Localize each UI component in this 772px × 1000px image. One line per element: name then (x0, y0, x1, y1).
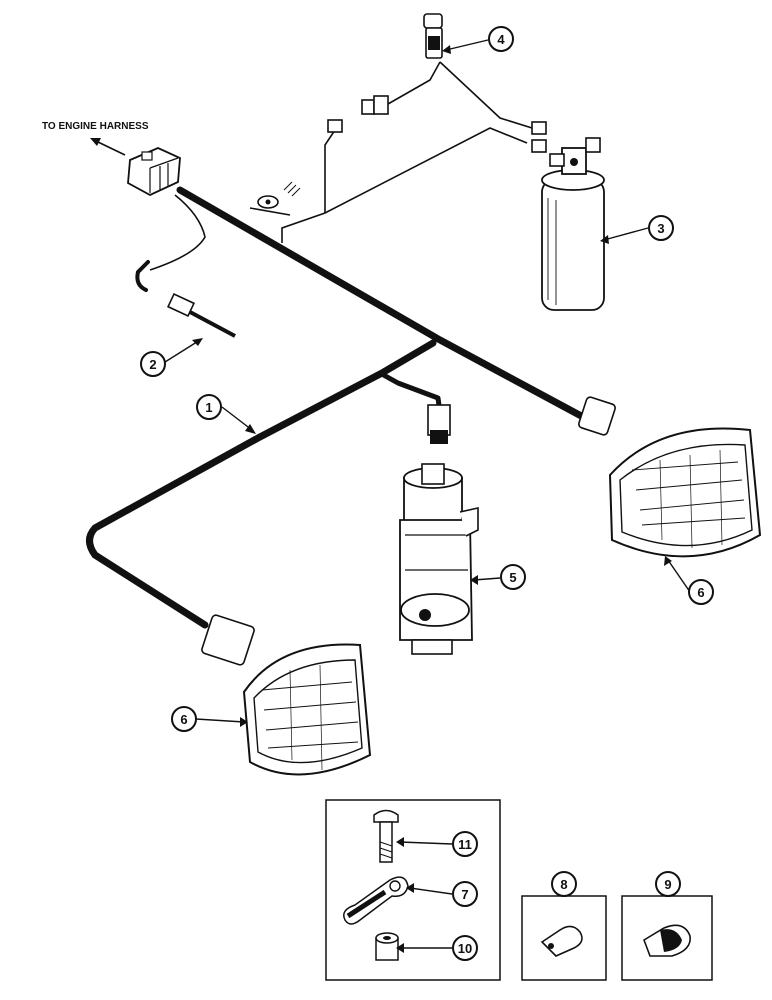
callout-3: 3 (648, 215, 674, 241)
svg-text:3: 3 (657, 221, 664, 236)
callout-6-left: 6 (171, 706, 197, 732)
svg-text:6: 6 (697, 585, 704, 600)
p-clamp (540, 925, 583, 957)
svg-text:5: 5 (509, 570, 516, 585)
engine-harness-arrow (90, 138, 126, 156)
svg-text:8: 8 (560, 877, 567, 892)
leader-lines (164, 39, 691, 949)
engine-harness-caption: TO ENGINE HARNESS (42, 121, 149, 156)
svg-text:10: 10 (458, 941, 472, 956)
clip-inset (621, 895, 713, 981)
callouts: 1 2 3 4 5 6 6 11 (140, 26, 714, 961)
headlamp-left (201, 614, 372, 776)
main-wire-harness (86, 127, 602, 629)
callout-10: 10 (452, 935, 478, 961)
svg-text:1: 1 (205, 400, 212, 415)
callout-11: 11 (452, 831, 478, 857)
svg-text:6: 6 (180, 712, 187, 727)
svg-text:2: 2 (149, 357, 156, 372)
callout-7: 7 (452, 881, 478, 907)
callout-8: 8 (551, 871, 577, 897)
callout-6-right: 6 (688, 579, 714, 605)
cable-clip (643, 924, 691, 957)
horn-assembly (399, 404, 479, 655)
wire-connectors (327, 61, 547, 153)
pressure-switch (423, 13, 443, 59)
bolt (373, 809, 399, 863)
callout-2: 2 (140, 351, 166, 377)
svg-text:7: 7 (461, 887, 468, 902)
ground-eyelet (257, 181, 301, 209)
receiver-drier (541, 137, 605, 311)
ring-terminal (343, 876, 409, 925)
headlamp-right (578, 396, 762, 558)
callout-9: 9 (655, 871, 681, 897)
spacer (375, 932, 399, 961)
clamp-inset (521, 895, 607, 981)
engine-harness-label: TO ENGINE HARNESS (42, 121, 149, 132)
temperature-sensor (135, 260, 236, 338)
callout-1: 1 (196, 394, 222, 420)
engine-harness-connector (127, 147, 181, 197)
leader-arrowheads (192, 45, 672, 953)
svg-text:4: 4 (497, 32, 505, 47)
svg-text:11: 11 (458, 837, 472, 852)
svg-text:9: 9 (664, 877, 671, 892)
callout-4: 4 (488, 26, 514, 52)
callout-5: 5 (500, 564, 526, 590)
